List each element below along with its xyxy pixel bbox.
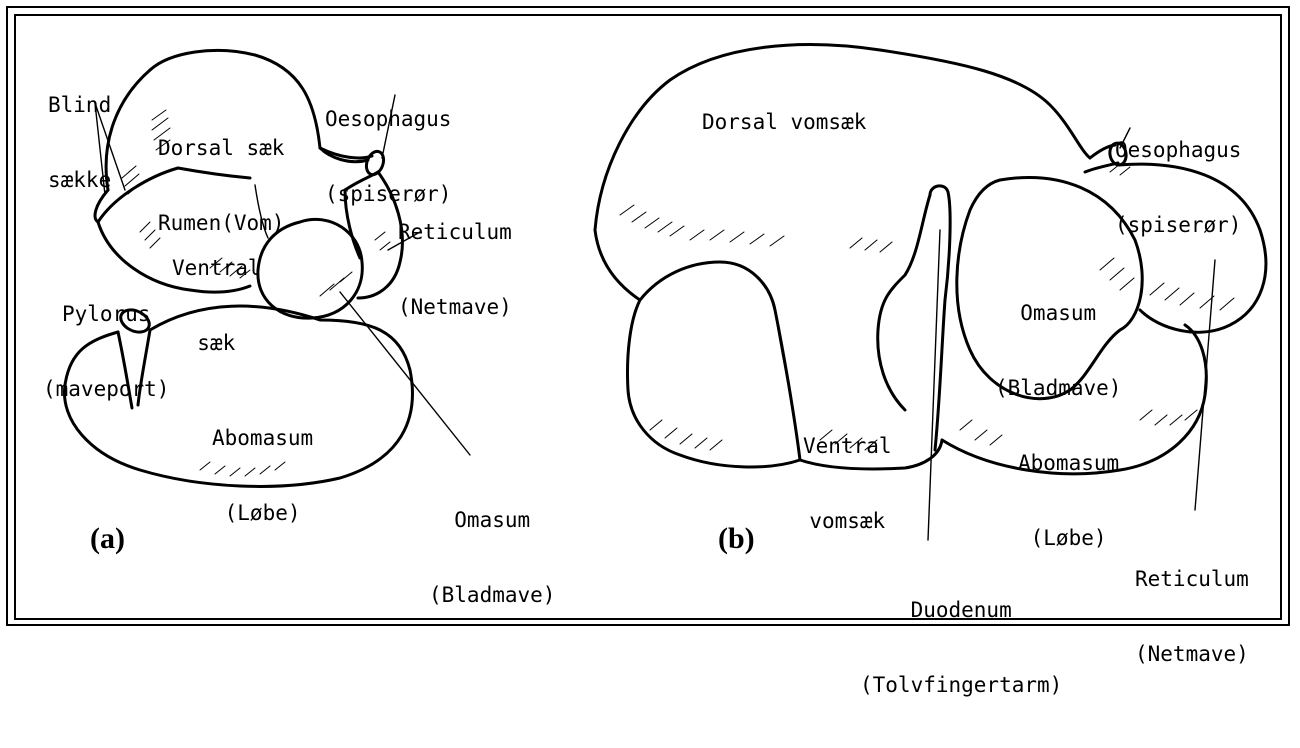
b-label-omasum-line1: Omasum (995, 301, 1121, 326)
a-label-ventral-line2: sæk (172, 331, 261, 356)
a-label-pylorus: Pylorus (maveport) (43, 252, 169, 452)
a-label-abomasum-line2: (Løbe) (212, 501, 313, 526)
b-label-ventral-line1: Ventral (803, 434, 892, 459)
b-label-dorsal: Dorsal vomsæk (702, 110, 866, 135)
b-dorsal-outline (595, 45, 1090, 230)
a-label-reticulum-line1: Reticulum (398, 220, 512, 245)
a-label-blind-line2: sække (48, 168, 111, 193)
b-label-oesophagus-line2: (spiserør) (1115, 213, 1241, 238)
a-rumen-left-outline (106, 70, 150, 190)
b-oesophagus-tube (1085, 145, 1118, 172)
b-left-outline (595, 230, 640, 300)
b-label-reticulum-line2: (Netmave) (1135, 642, 1249, 667)
b-label-omasum-line2: (Bladmave) (995, 376, 1121, 401)
a-label-oesophagus-line1: Oesophagus (325, 107, 451, 132)
b-label-reticulum: Reticulum (Netmave) (1135, 517, 1249, 717)
a-label-omasum-line2: (Bladmave) (429, 583, 555, 608)
a-label-omasum: Omasum (Bladmave) (429, 458, 555, 658)
panel-a-tag: (a) (90, 522, 125, 556)
a-label-abomasum-line1: Abomasum (212, 426, 313, 451)
a-label-reticulum: Reticulum (Netmave) (398, 170, 512, 370)
b-duodenum-left (878, 195, 930, 410)
a-label-reticulum-line2: (Netmave) (398, 295, 512, 320)
a-label-omasum-line1: Omasum (429, 508, 555, 533)
ruminant-stomach-figure: Blind sække Dorsal sæk Rumen(Vom) Oesoph… (0, 0, 1300, 635)
panel-b-tag: (b) (718, 522, 755, 556)
b-label-oesophagus-line1: Oesophagus (1115, 138, 1241, 163)
b-label-duodenum-line1: Duodenum (860, 598, 1062, 623)
a-label-blind: Blind sække (48, 43, 111, 243)
a-label-abomasum: Abomasum (Løbe) (212, 376, 313, 576)
a-label-ventral-line1: Ventral (172, 256, 261, 281)
b-reticulum-pointer (1195, 260, 1215, 510)
b-label-oesophagus: Oesophagus (spiserør) (1115, 88, 1241, 288)
b-ventral-left-lobe (628, 262, 801, 467)
a-label-pylorus-line1: Pylorus (43, 302, 169, 327)
b-label-reticulum-line1: Reticulum (1135, 567, 1249, 592)
b-label-duodenum-line2: (Tolvfingertarm) (860, 673, 1062, 698)
b-label-duodenum: Duodenum (Tolvfingertarm) (860, 548, 1062, 748)
b-duodenum-pointer (928, 230, 940, 540)
b-label-abomasum-line1: Abomasum (1018, 451, 1119, 476)
b-label-ventral-line2: vomsæk (803, 509, 892, 534)
a-label-blind-line1: Blind (48, 93, 111, 118)
a-label-pylorus-line2: (maveport) (43, 377, 169, 402)
a-label-dorsal-line1: Dorsal sæk (158, 136, 284, 161)
